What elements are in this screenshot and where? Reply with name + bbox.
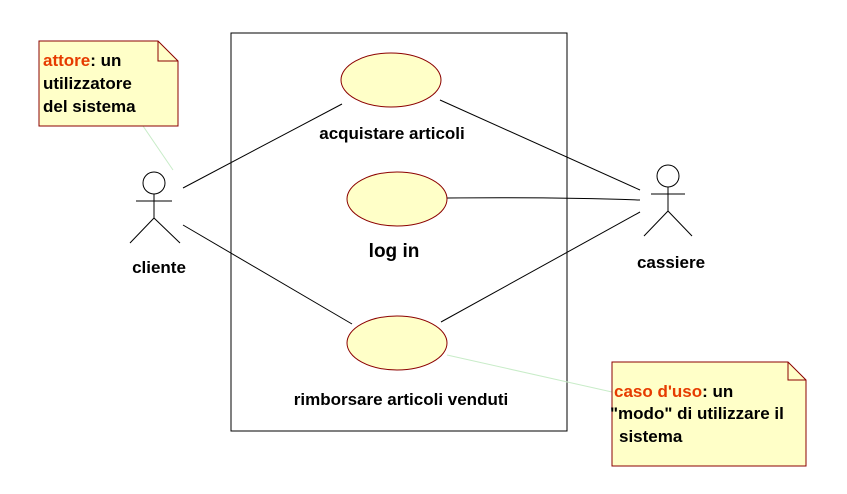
note-caso-uso: caso d'uso: un "modo" di utilizzare il s…	[610, 361, 807, 467]
note-attore-line1-rest: : un	[90, 51, 121, 70]
association-cliente-rimborsare	[182, 224, 353, 325]
note-attore-line3: del sistema	[43, 97, 136, 116]
use-case-label-log-in: log in	[369, 241, 420, 262]
system-boundary	[230, 32, 568, 432]
association-cassiere-login	[446, 197, 641, 201]
actor-cliente[interactable]	[129, 171, 181, 244]
note-caso-uso-line2: "modo" di utilizzare il	[610, 404, 784, 423]
note-attore: attore: un utilizzatore del sistema	[38, 40, 179, 127]
note-caso-uso-line3: sistema	[619, 427, 683, 446]
svg-text:attore: un: attore: un	[43, 51, 121, 70]
note-anchor-caso-uso	[446, 354, 613, 393]
association-cliente-acquistare	[182, 103, 343, 189]
use-case-log-in[interactable]	[346, 171, 448, 227]
use-case-label-acquistare: acquistare articoli	[319, 124, 465, 143]
use-case-acquistare-articoli[interactable]	[340, 52, 442, 108]
association-cassiere-rimborsare	[440, 211, 641, 323]
association-cassiere-acquistare	[439, 99, 641, 191]
note-attore-line2: utilizzatore	[43, 74, 132, 93]
use-case-label-rimborsare: rimborsare articoli venduti	[294, 390, 508, 409]
actor-label-cliente: cliente	[132, 258, 186, 277]
actor-label-cassiere: cassiere	[637, 253, 705, 272]
note-anchor-attore	[142, 125, 174, 171]
note-caso-uso-line1-rest: : un	[702, 382, 733, 401]
note-attore-keyword: attore	[43, 51, 90, 70]
use-case-rimborsare-articoli-venduti[interactable]	[346, 315, 448, 371]
svg-text:caso d'uso: un: caso d'uso: un	[614, 382, 733, 401]
note-caso-uso-keyword: caso d'uso	[614, 382, 702, 401]
actor-cassiere[interactable]	[643, 164, 693, 237]
